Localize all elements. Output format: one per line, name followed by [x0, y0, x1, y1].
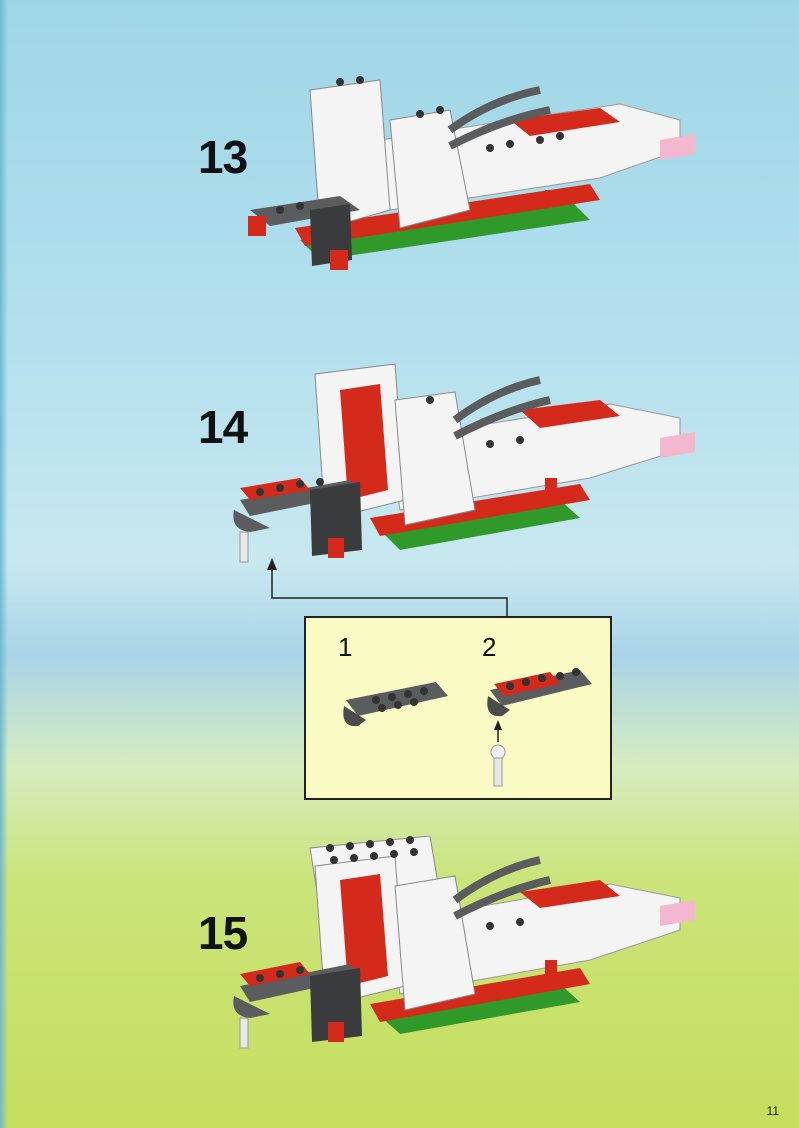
step-13-illustration	[248, 76, 695, 270]
sub-step-2-illustration	[487, 668, 592, 787]
step-13-number: 13	[198, 131, 248, 183]
step-14-number: 14	[198, 401, 248, 453]
sub-step-2-number: 2	[482, 632, 497, 662]
sub-assembly-inset: 1 2	[304, 616, 612, 800]
binding-edge	[0, 0, 8, 1128]
step-15-illustration	[233, 836, 695, 1049]
sub-step-1-illustration	[343, 682, 448, 727]
step-15-number: 15	[198, 907, 248, 959]
sub-step-1-number: 1	[338, 632, 353, 662]
page-number: 11	[766, 1104, 779, 1118]
step-14-illustration	[233, 363, 695, 563]
